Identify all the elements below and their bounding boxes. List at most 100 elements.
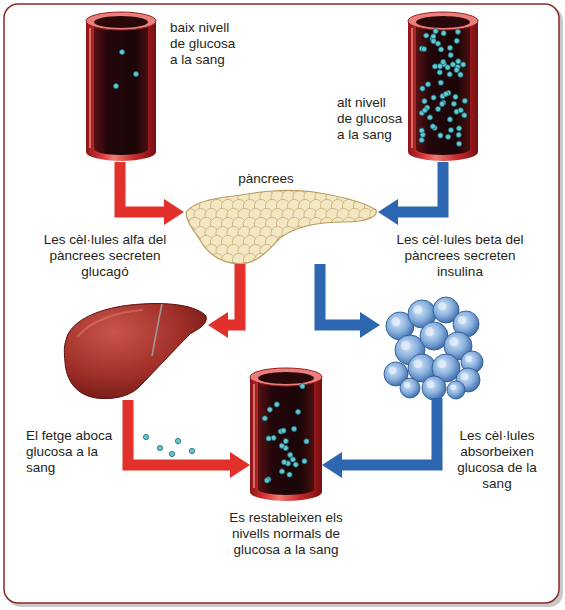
pancreas-lobule [293,262,306,275]
glucose-dot [462,113,467,118]
vessel-opening [258,372,314,384]
glucose-dot [447,117,452,122]
pancreas-art [184,188,378,264]
caption-text: baix nivell de glucosa a la sang [170,20,237,68]
glucose-dot [295,409,300,414]
pancreas-lobule [348,244,361,257]
caption-text: El fetge aboca glucosa a la sang [26,428,116,476]
body-cell [422,376,446,400]
pancreas-lobule [337,244,350,257]
pancreas-lobule [177,217,190,230]
glucose-dot [290,457,295,462]
glucose-dot [456,132,461,137]
pancreas-lobule [177,253,190,266]
pancreas-lobule [210,181,223,194]
pancreas-lobule [370,262,383,275]
glucose-dot [455,29,460,34]
pancreas-lobule [364,181,377,194]
pancreas-lobule [370,244,383,257]
pancreas-lobule [342,181,355,194]
glucose-dot [266,436,271,441]
glucose-dot [279,469,284,474]
glucose-dot [189,448,194,453]
pancreas-lobule [375,199,388,212]
blood-vessel-art [408,12,478,162]
liver-highlight [78,310,142,336]
pancreas-lobule [298,253,311,266]
glucose-dot [454,38,459,43]
glucose-dot [271,435,276,440]
pancreas-lobule [315,262,328,275]
cell-highlight [413,305,422,314]
pancreas-lobule [326,226,339,239]
pancreas-lobule [315,244,328,257]
glucose-dot [461,62,466,67]
pancreas-lobule [342,217,355,230]
liver-body [64,304,206,399]
blood-vessel: baix nivell de glucosa a la sang [86,12,156,162]
vessel-wall [408,21,478,161]
vessel-rim [86,12,156,30]
glucose-dot [437,64,442,69]
pancreas-lobule [375,181,388,194]
body-cell [400,378,420,398]
glucose-dot [143,434,148,439]
glucose-dot [432,64,437,69]
pancreas-lobule [337,262,350,275]
vessel-wall [86,21,156,161]
body-cells-art [380,296,482,398]
glucose-dot [425,82,430,87]
vessel-highlight [411,28,413,148]
arrow-head [322,452,342,478]
glucose-dot [443,91,448,96]
pancreas-lobule [271,262,284,275]
glucose-dot [447,45,452,50]
glucose-dot [435,41,440,46]
blood-vessel: Es restableixen els nivells normals de g… [250,368,322,502]
pancreas-lobule [326,244,339,257]
glucose-dot [262,416,267,421]
vessel-rim [250,368,322,386]
pancreas-lobule [364,235,377,248]
arrow-head [208,312,228,338]
glucose-dot [113,83,118,88]
glucose-dot [441,31,446,36]
vessel-highlight [253,384,255,488]
glucose-dot [450,62,455,67]
pancreas-lobule [282,244,295,257]
cell-highlight [391,317,400,326]
edge-label: Les cèl·lules beta del pàncrees secreten… [385,232,535,280]
pancreas-lobule [375,253,388,266]
cell-highlight [437,359,446,368]
frame-border [4,4,559,603]
pancreas-lobule [249,262,262,275]
pancreas-lobule [282,262,295,275]
glucose-dot [437,70,442,75]
pancreas-lobule [370,190,383,203]
glucose-dot [422,99,427,104]
pancreas-lobule [216,262,229,275]
glucose-dot [451,101,456,106]
glucose-dot [445,65,450,70]
caption-text: Les cèl·lules absorbeixen glucosa de la … [454,428,540,492]
pancreas-lobule [221,181,234,194]
pancreas-lobule [199,253,212,266]
glucose-dot [447,72,452,77]
glucose-dot [287,472,292,477]
glucose-dot [438,47,443,52]
glucose-dot [430,124,435,129]
glucose-dot [419,128,424,133]
glucose-dot [420,86,425,91]
pancreas-lobule [326,262,339,275]
cell-highlight [461,373,469,381]
pancreas-lobule [353,253,366,266]
glucose-dot [458,108,463,113]
pancreas-lobule [342,253,355,266]
glucose-dot [454,67,459,72]
pancreas-lobule [293,244,306,257]
pancreas-lobule [331,235,344,248]
glucose-dot [291,426,296,431]
glucose-dot [456,141,461,146]
pancreas-lobule [287,235,300,248]
